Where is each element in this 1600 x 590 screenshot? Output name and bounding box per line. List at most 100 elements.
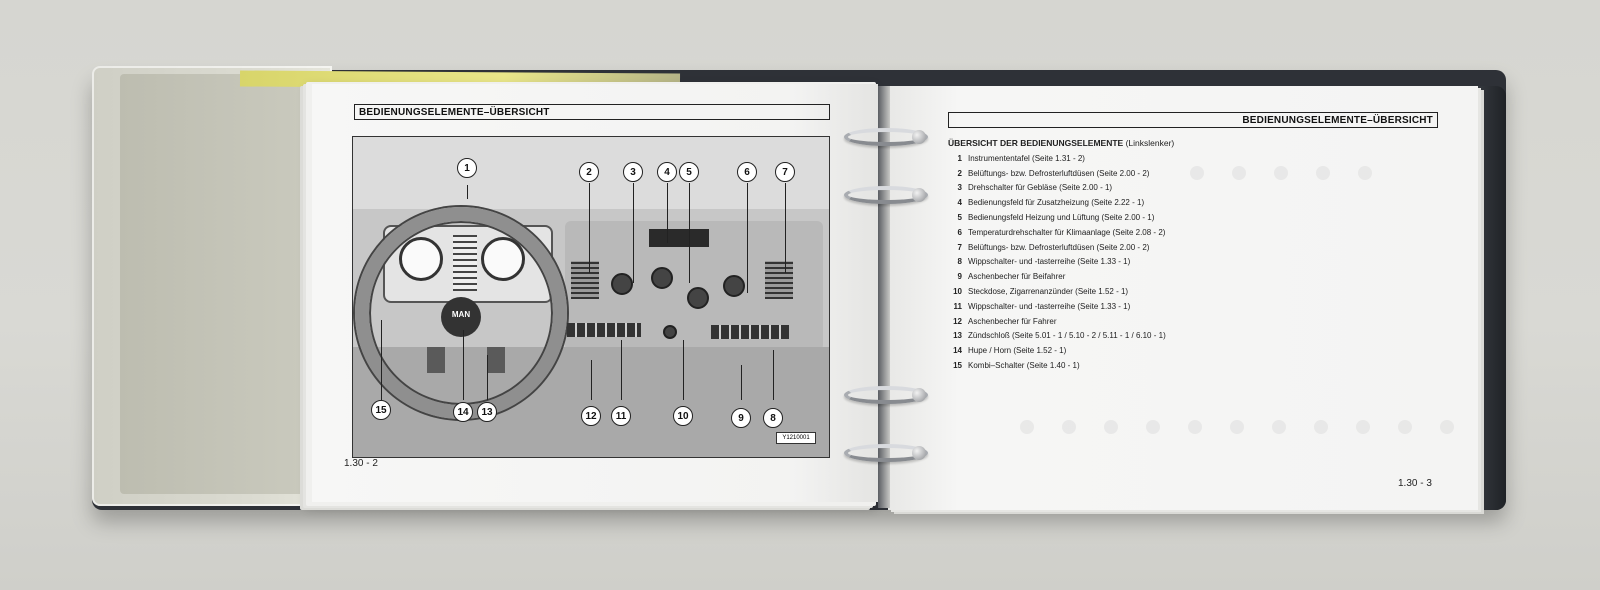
item-number: 10 bbox=[953, 287, 962, 297]
callout-5: 5 bbox=[679, 162, 699, 182]
callout-15: 15 bbox=[371, 400, 391, 420]
image-code-label: Y1210001 bbox=[776, 432, 816, 444]
item-number: 3 bbox=[957, 183, 962, 193]
overview-title: ÜBERSICHT DER BEDIENUNGSELEMENTE (Linksl… bbox=[948, 138, 1174, 148]
heater-knob bbox=[651, 267, 673, 289]
leader-line bbox=[589, 183, 590, 273]
item-number: 2 bbox=[957, 168, 962, 178]
item-text: Bedienungsfeld für Zusatzheizung (Seite … bbox=[968, 198, 1145, 208]
item-text: Wippschalter- und -tasterreihe (Seite 1.… bbox=[968, 301, 1131, 311]
item-number: 11 bbox=[953, 301, 962, 311]
leader-line bbox=[689, 183, 690, 283]
callout-10: 10 bbox=[673, 406, 693, 426]
item-number: 15 bbox=[953, 361, 962, 371]
callout-9: 9 bbox=[731, 408, 751, 428]
left-page-number: 1.30 - 2 bbox=[344, 458, 378, 469]
list-item: 15 Kombi–Schalter (Seite 1.40 - 1) bbox=[948, 358, 1428, 373]
clutch-pedal bbox=[427, 347, 445, 373]
item-text: Aschenbecher für Fahrer bbox=[968, 316, 1057, 326]
control-knob bbox=[687, 287, 709, 309]
item-text: Steckdose, Zigarrenanzünder (Seite 1.52 … bbox=[968, 287, 1129, 297]
overview-title-suffix: (Linkslenker) bbox=[1125, 138, 1175, 148]
left-switch-row bbox=[567, 323, 641, 337]
leader-line bbox=[467, 185, 468, 199]
item-text: Belüftungs- bzw. Defrosterluftdüsen (Sei… bbox=[968, 168, 1150, 178]
right-page-header: BEDIENUNGSELEMENTE–ÜBERSICHT bbox=[948, 112, 1438, 128]
right-page bbox=[888, 86, 1478, 510]
item-text: Zündschloß (Seite 5.01 - 1 / 5.10 - 2 / … bbox=[968, 331, 1166, 341]
ring-cap bbox=[912, 446, 926, 460]
callout-1: 1 bbox=[457, 158, 477, 178]
callout-14: 14 bbox=[453, 402, 473, 422]
leader-line bbox=[463, 330, 464, 400]
leader-line bbox=[785, 183, 786, 273]
item-text: Belüftungs- bzw. Defrosterluftdüsen (Sei… bbox=[968, 242, 1150, 252]
item-text: Wippschalter- und -tasterreihe (Seite 1.… bbox=[968, 257, 1131, 267]
item-number: 14 bbox=[953, 346, 962, 356]
callout-6: 6 bbox=[737, 162, 757, 182]
list-item: 6 Temperaturdrehschalter für Klimaanlage … bbox=[948, 225, 1428, 240]
item-number: 6 bbox=[957, 227, 962, 237]
dashboard-illustration: MAN bbox=[352, 136, 830, 458]
list-item: 14 Hupe / Horn (Seite 1.52 - 1) bbox=[948, 343, 1428, 358]
callout-8: 8 bbox=[763, 408, 783, 428]
leader-line bbox=[747, 183, 748, 293]
ring-cap bbox=[912, 388, 926, 402]
leader-line bbox=[633, 183, 634, 283]
blower-knob bbox=[611, 273, 633, 295]
callout-2: 2 bbox=[579, 162, 599, 182]
auxiliary-heater-panel bbox=[649, 229, 709, 247]
item-number: 1 bbox=[957, 153, 962, 163]
list-item: 13 Zündschloß (Seite 5.01 - 1 / 5.10 - 2 … bbox=[948, 329, 1428, 344]
binder-ring bbox=[844, 186, 928, 204]
leader-line bbox=[667, 183, 668, 243]
right-switch-row bbox=[711, 325, 789, 339]
cigarette-lighter bbox=[663, 325, 677, 339]
accelerator-pedal bbox=[487, 347, 505, 373]
item-number: 13 bbox=[953, 331, 962, 341]
list-item: 7 Belüftungs- bzw. Defrosterluftdüsen (Se… bbox=[948, 240, 1428, 255]
item-text: Instrumententafel (Seite 1.31 - 2) bbox=[968, 153, 1085, 163]
show-through-marks bbox=[1190, 166, 1372, 180]
list-item: 2 Belüftungs- bzw. Defrosterluftdüsen (Se… bbox=[948, 166, 1428, 181]
item-number: 12 bbox=[953, 316, 962, 326]
binder-ring bbox=[844, 128, 928, 146]
ring-cap bbox=[912, 188, 926, 202]
show-through-marks bbox=[1020, 420, 1454, 434]
callout-11: 11 bbox=[611, 406, 631, 426]
item-number: 8 bbox=[957, 257, 962, 267]
left-air-vent bbox=[571, 261, 599, 299]
item-text: Hupe / Horn (Seite 1.52 - 1) bbox=[968, 346, 1067, 356]
leader-line bbox=[621, 340, 622, 400]
list-item: 1 Instrumententafel (Seite 1.31 - 2) bbox=[948, 151, 1428, 166]
callout-7: 7 bbox=[775, 162, 795, 182]
left-page-header: BEDIENUNGSELEMENTE–ÜBERSICHT bbox=[354, 104, 830, 120]
item-text: Kombi–Schalter (Seite 1.40 - 1) bbox=[968, 361, 1080, 371]
item-number: 9 bbox=[957, 272, 962, 282]
sleeve-inner bbox=[120, 74, 330, 494]
temperature-knob bbox=[723, 275, 745, 297]
binder-ring bbox=[844, 386, 928, 404]
leader-line bbox=[741, 365, 742, 400]
list-item: 3 Drehschalter für Gebläse (Seite 2.00 - … bbox=[948, 181, 1428, 196]
leader-line bbox=[683, 340, 684, 400]
item-number: 5 bbox=[957, 213, 962, 223]
list-item: 12 Aschenbecher für Fahrer bbox=[948, 314, 1428, 329]
list-item: 10 Steckdose, Zigarrenanzünder (Seite 1.5… bbox=[948, 284, 1428, 299]
right-air-vent bbox=[765, 261, 793, 299]
item-number: 7 bbox=[957, 242, 962, 252]
right-page-number: 1.30 - 3 bbox=[1398, 478, 1432, 489]
callout-4: 4 bbox=[657, 162, 677, 182]
list-item: 11 Wippschalter- und -tasterreihe (Seite … bbox=[948, 299, 1428, 314]
callout-3: 3 bbox=[623, 162, 643, 182]
callout-12: 12 bbox=[581, 406, 601, 426]
steering-hub bbox=[441, 297, 481, 337]
item-text: Temperaturdrehschalter für Klimaanlage (… bbox=[968, 227, 1166, 237]
item-text: Drehschalter für Gebläse (Seite 2.00 - 1… bbox=[968, 183, 1113, 193]
leader-line bbox=[591, 360, 592, 400]
